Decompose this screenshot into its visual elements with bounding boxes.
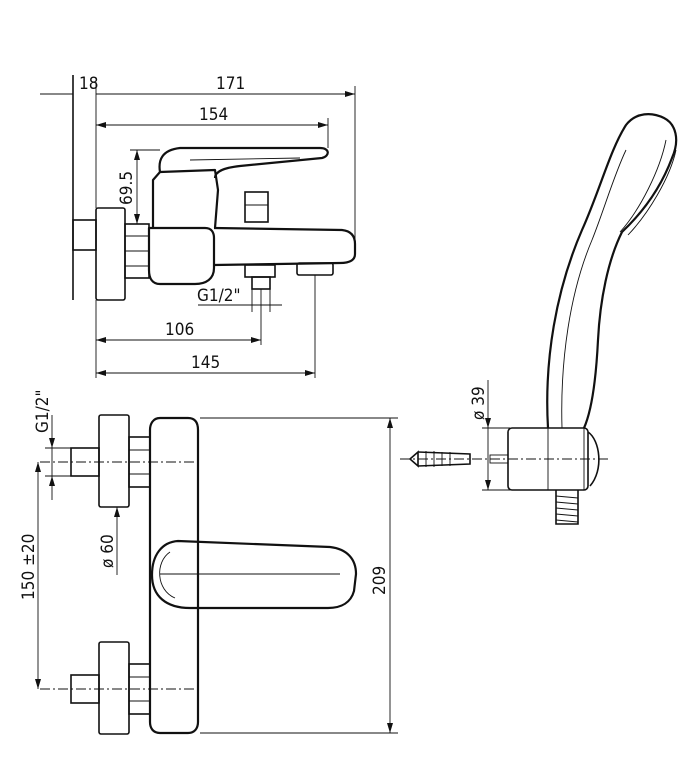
dim-209: 209	[370, 566, 390, 595]
wall-plug	[408, 450, 419, 468]
side-diverter-knob	[244, 191, 269, 223]
shower-handle-outline	[546, 113, 678, 429]
dim-69-5: 69.5	[117, 171, 137, 205]
dim-150-tolerance: 150 ±20	[19, 534, 39, 600]
side-view: 18 171 154 69.5 G1/2" 106 145	[40, 74, 357, 378]
dim-g12-inlet: G1/2"	[33, 390, 53, 434]
dim-18: 18	[79, 74, 98, 94]
side-inlet-pipe	[72, 219, 97, 251]
side-lever	[158, 146, 329, 179]
screw	[489, 454, 509, 464]
front-mixer-body	[148, 416, 200, 735]
dim-171: 171	[216, 74, 245, 94]
dim-154: 154	[199, 105, 228, 125]
front-bottom-flange	[98, 641, 130, 735]
front-top-flange	[98, 414, 130, 508]
front-lever	[150, 539, 358, 610]
side-mixer-body	[147, 226, 216, 286]
shower-hose	[555, 490, 579, 525]
hand-shower: ø 39	[400, 113, 678, 525]
side-outlet-thread	[251, 276, 271, 290]
side-aerator	[296, 262, 334, 276]
side-body-column	[151, 168, 220, 229]
front-view: G1/2" ø 60 150 ±20 209	[19, 390, 398, 735]
side-outlet-nut	[244, 264, 276, 278]
side-spout	[213, 226, 357, 267]
dim-diameter-39: ø 39	[469, 386, 489, 420]
side-flange	[95, 207, 126, 301]
dim-g12-outlet: G1/2"	[197, 286, 241, 306]
dim-diameter-60: ø 60	[98, 534, 118, 568]
dim-106: 106	[165, 320, 194, 340]
dim-145: 145	[191, 353, 220, 373]
